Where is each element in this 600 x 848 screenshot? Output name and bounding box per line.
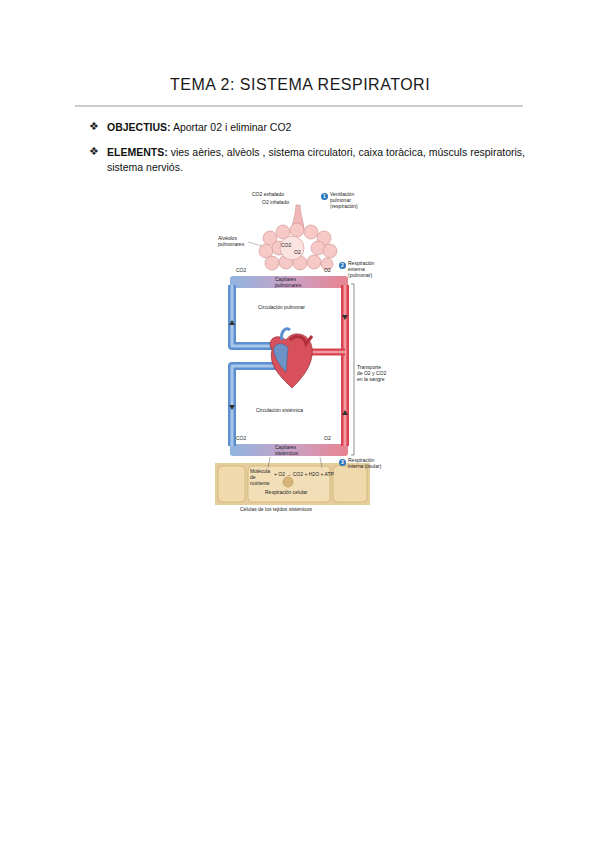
diagram-label: Alvéolos pulmonares: [218, 236, 248, 248]
transport-bracket: [351, 284, 354, 455]
bullet-heading: ELEMENTS:: [107, 146, 168, 158]
diagram-label: Circulación sistémica: [256, 408, 316, 414]
heart: [270, 329, 312, 388]
diagram-label: Capilares sistémicos: [275, 445, 305, 457]
diagram-label: CO2: [236, 268, 250, 274]
bullet-text: ELEMENTS: vies aèries, alvèols , sistema…: [107, 145, 525, 175]
callout-number: 1: [321, 193, 328, 200]
diagram-label: Respiración interna (tisular): [348, 458, 390, 470]
diagram-label: Capilares pulmonares: [275, 277, 305, 289]
bullet-heading: OBJECTIUS:: [107, 121, 171, 133]
diagram-label: Respiración celular: [265, 490, 315, 496]
bullet-body: vies aèries, alvèols , sistema circulato…: [107, 146, 525, 173]
systemic-capillaries: [230, 444, 348, 456]
diagram-label: Respiración externa (pulmonar): [348, 261, 390, 278]
diagram-label: Circulación pulmonar: [258, 305, 318, 311]
diagram-label: Células de los tejidos sistémicos: [240, 507, 330, 513]
page-title: TEMA 2: SISTEMA RESPIRATORI: [170, 76, 430, 94]
bullet-symbol: ❖: [89, 145, 99, 158]
callout-number: 3: [339, 459, 346, 466]
diagram-label: + O2 → CO2 + H2O + ATP: [274, 472, 334, 478]
diagram-label: CO2: [236, 436, 250, 442]
diagram-label: O2 inhalado: [262, 200, 302, 206]
bullet-symbol: ❖: [89, 120, 99, 133]
diagram-label: O2: [324, 268, 334, 274]
diagram-label: Transporte de O2 y CO2 en la sangre: [357, 365, 387, 382]
diagram-label: O2: [324, 436, 334, 442]
alveoli-cluster: [248, 205, 337, 270]
pulmonary-capillaries: [230, 276, 348, 288]
title-rule: [75, 106, 523, 107]
diagram-label: CO2 exhalado: [252, 192, 292, 198]
diagram-label: CO2: [281, 243, 295, 249]
callout-number: 2: [339, 262, 346, 269]
bullet-body: Aportar 02 i eliminar CO2: [173, 121, 291, 133]
diagram-label: Ventilación pulmonar (respiración): [330, 192, 372, 209]
tissue-cells: [215, 457, 370, 505]
diagram-label: Molécula de nutriente: [250, 469, 274, 486]
bullet-text: OBJECTIUS: Aportar 02 i eliminar CO2: [107, 120, 525, 135]
blood-vessels: [229, 285, 348, 446]
diagram-label: O2: [294, 250, 304, 256]
